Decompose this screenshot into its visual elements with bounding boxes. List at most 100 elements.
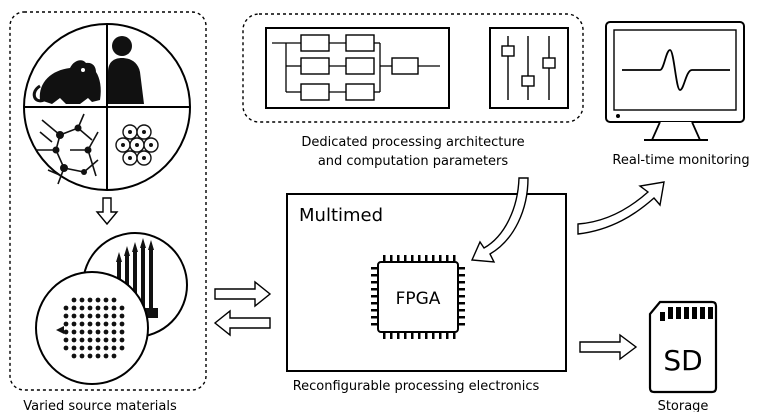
electrode-dot: [103, 297, 109, 303]
chip-pin: [425, 255, 428, 263]
chip-pin: [453, 255, 456, 263]
electrode-array-icon: [35, 232, 188, 385]
electrode-dot: [95, 329, 101, 335]
electrode-dot: [87, 297, 93, 303]
monitor-caption: Real-time monitoring: [612, 153, 749, 168]
chip-pin: [418, 331, 421, 339]
electrode-dot: [111, 313, 117, 319]
electrode-dot: [79, 313, 85, 319]
chip-pin: [439, 331, 442, 339]
fpga-label: FPGA: [396, 289, 441, 309]
electronics-caption: Reconfigurable processing electronics: [293, 379, 540, 394]
electrode-dot: [111, 321, 117, 327]
chip-pin: [371, 309, 379, 312]
electrode-dot: [95, 305, 101, 311]
block-diagram-icon: [265, 27, 450, 109]
electrode-dot: [79, 297, 85, 303]
chip-pin: [371, 267, 379, 270]
chip-pin: [397, 331, 400, 339]
source-panel: [9, 11, 207, 391]
chip-pin: [418, 255, 421, 263]
electrode-dot: [71, 345, 77, 351]
electrode-dot: [63, 305, 69, 311]
electrode-dot: [111, 305, 117, 311]
architecture-caption-line2: and computation parameters: [318, 154, 509, 169]
monitor-waveform-icon: [605, 21, 745, 141]
chip-pin: [457, 295, 465, 298]
electrode-dot: [111, 297, 117, 303]
chip-pin: [446, 255, 449, 263]
electrode-dot: [71, 321, 77, 327]
electrode-dot: [71, 313, 77, 319]
electrode-dot: [111, 337, 117, 343]
electrode-dot: [87, 321, 93, 327]
electrode-dot: [79, 353, 85, 359]
electrode-dot: [103, 313, 109, 319]
source-caption: Varied source materials: [23, 399, 177, 412]
sd-card-icon: [648, 300, 718, 394]
electrode-dot: [95, 345, 101, 351]
chip-pin: [397, 255, 400, 263]
electrode-dot: [71, 329, 77, 335]
chip-pin: [371, 295, 379, 298]
chip-pin: [425, 331, 428, 339]
chip-pin: [390, 255, 393, 263]
chip-pin: [457, 309, 465, 312]
chip-pin: [383, 255, 386, 263]
electrode-dot: [119, 329, 125, 335]
electrode-dot: [87, 345, 93, 351]
chip-pin: [371, 274, 379, 277]
chip-pin: [371, 288, 379, 291]
electrode-dot: [119, 345, 125, 351]
chip-pin: [457, 316, 465, 319]
electrode-dot: [95, 313, 101, 319]
to-storage-arrow: [579, 333, 638, 361]
electrode-dot: [95, 337, 101, 343]
electrode-dot: [103, 345, 109, 351]
electrode-dot: [95, 353, 101, 359]
chip-pin: [457, 288, 465, 291]
electrode-dot: [103, 337, 109, 343]
electrode-dot: [103, 305, 109, 311]
electrode-dot: [79, 321, 85, 327]
box-to-monitor-arrow: [577, 181, 665, 235]
electrode-dot: [87, 353, 93, 359]
storage-caption: Storage: [658, 399, 709, 412]
electrode-dot: [79, 345, 85, 351]
organism-quadrants-icon: [23, 23, 191, 191]
electrode-dot: [111, 329, 117, 335]
electrode-dot: [119, 337, 125, 343]
chip-pin: [457, 267, 465, 270]
electrode-dot: [71, 353, 77, 359]
architecture-panel: [242, 13, 584, 123]
electrode-dot: [103, 329, 109, 335]
electrode-dot: [103, 321, 109, 327]
electrode-dot: [63, 337, 69, 343]
electrode-dot: [119, 305, 125, 311]
electrode-dot: [63, 329, 69, 335]
electrode-dot: [71, 305, 77, 311]
architecture-to-fpga-arrow: [470, 177, 529, 263]
fpga-chip-icon: [371, 255, 465, 339]
electrode-dot: [111, 345, 117, 351]
chip-pin: [371, 302, 379, 305]
source-down-arrow: [95, 197, 119, 226]
chip-pin: [411, 331, 414, 339]
multimed-title: Multimed: [299, 205, 383, 226]
chip-pin: [404, 255, 407, 263]
to-box-arrow: [214, 280, 272, 308]
electrode-dot: [95, 321, 101, 327]
chip-pin: [439, 255, 442, 263]
sd-label: SD: [663, 344, 702, 377]
chip-pin: [371, 316, 379, 319]
chip-pin: [390, 331, 393, 339]
chip-pin: [432, 331, 435, 339]
chip-pin: [457, 323, 465, 326]
chip-pin: [411, 255, 414, 263]
electrode-dot: [79, 305, 85, 311]
electrode-dot: [87, 329, 93, 335]
electrode-dot: [103, 353, 109, 359]
chip-pin: [457, 302, 465, 305]
chip-pin: [371, 281, 379, 284]
parameter-sliders-icon: [489, 27, 569, 109]
